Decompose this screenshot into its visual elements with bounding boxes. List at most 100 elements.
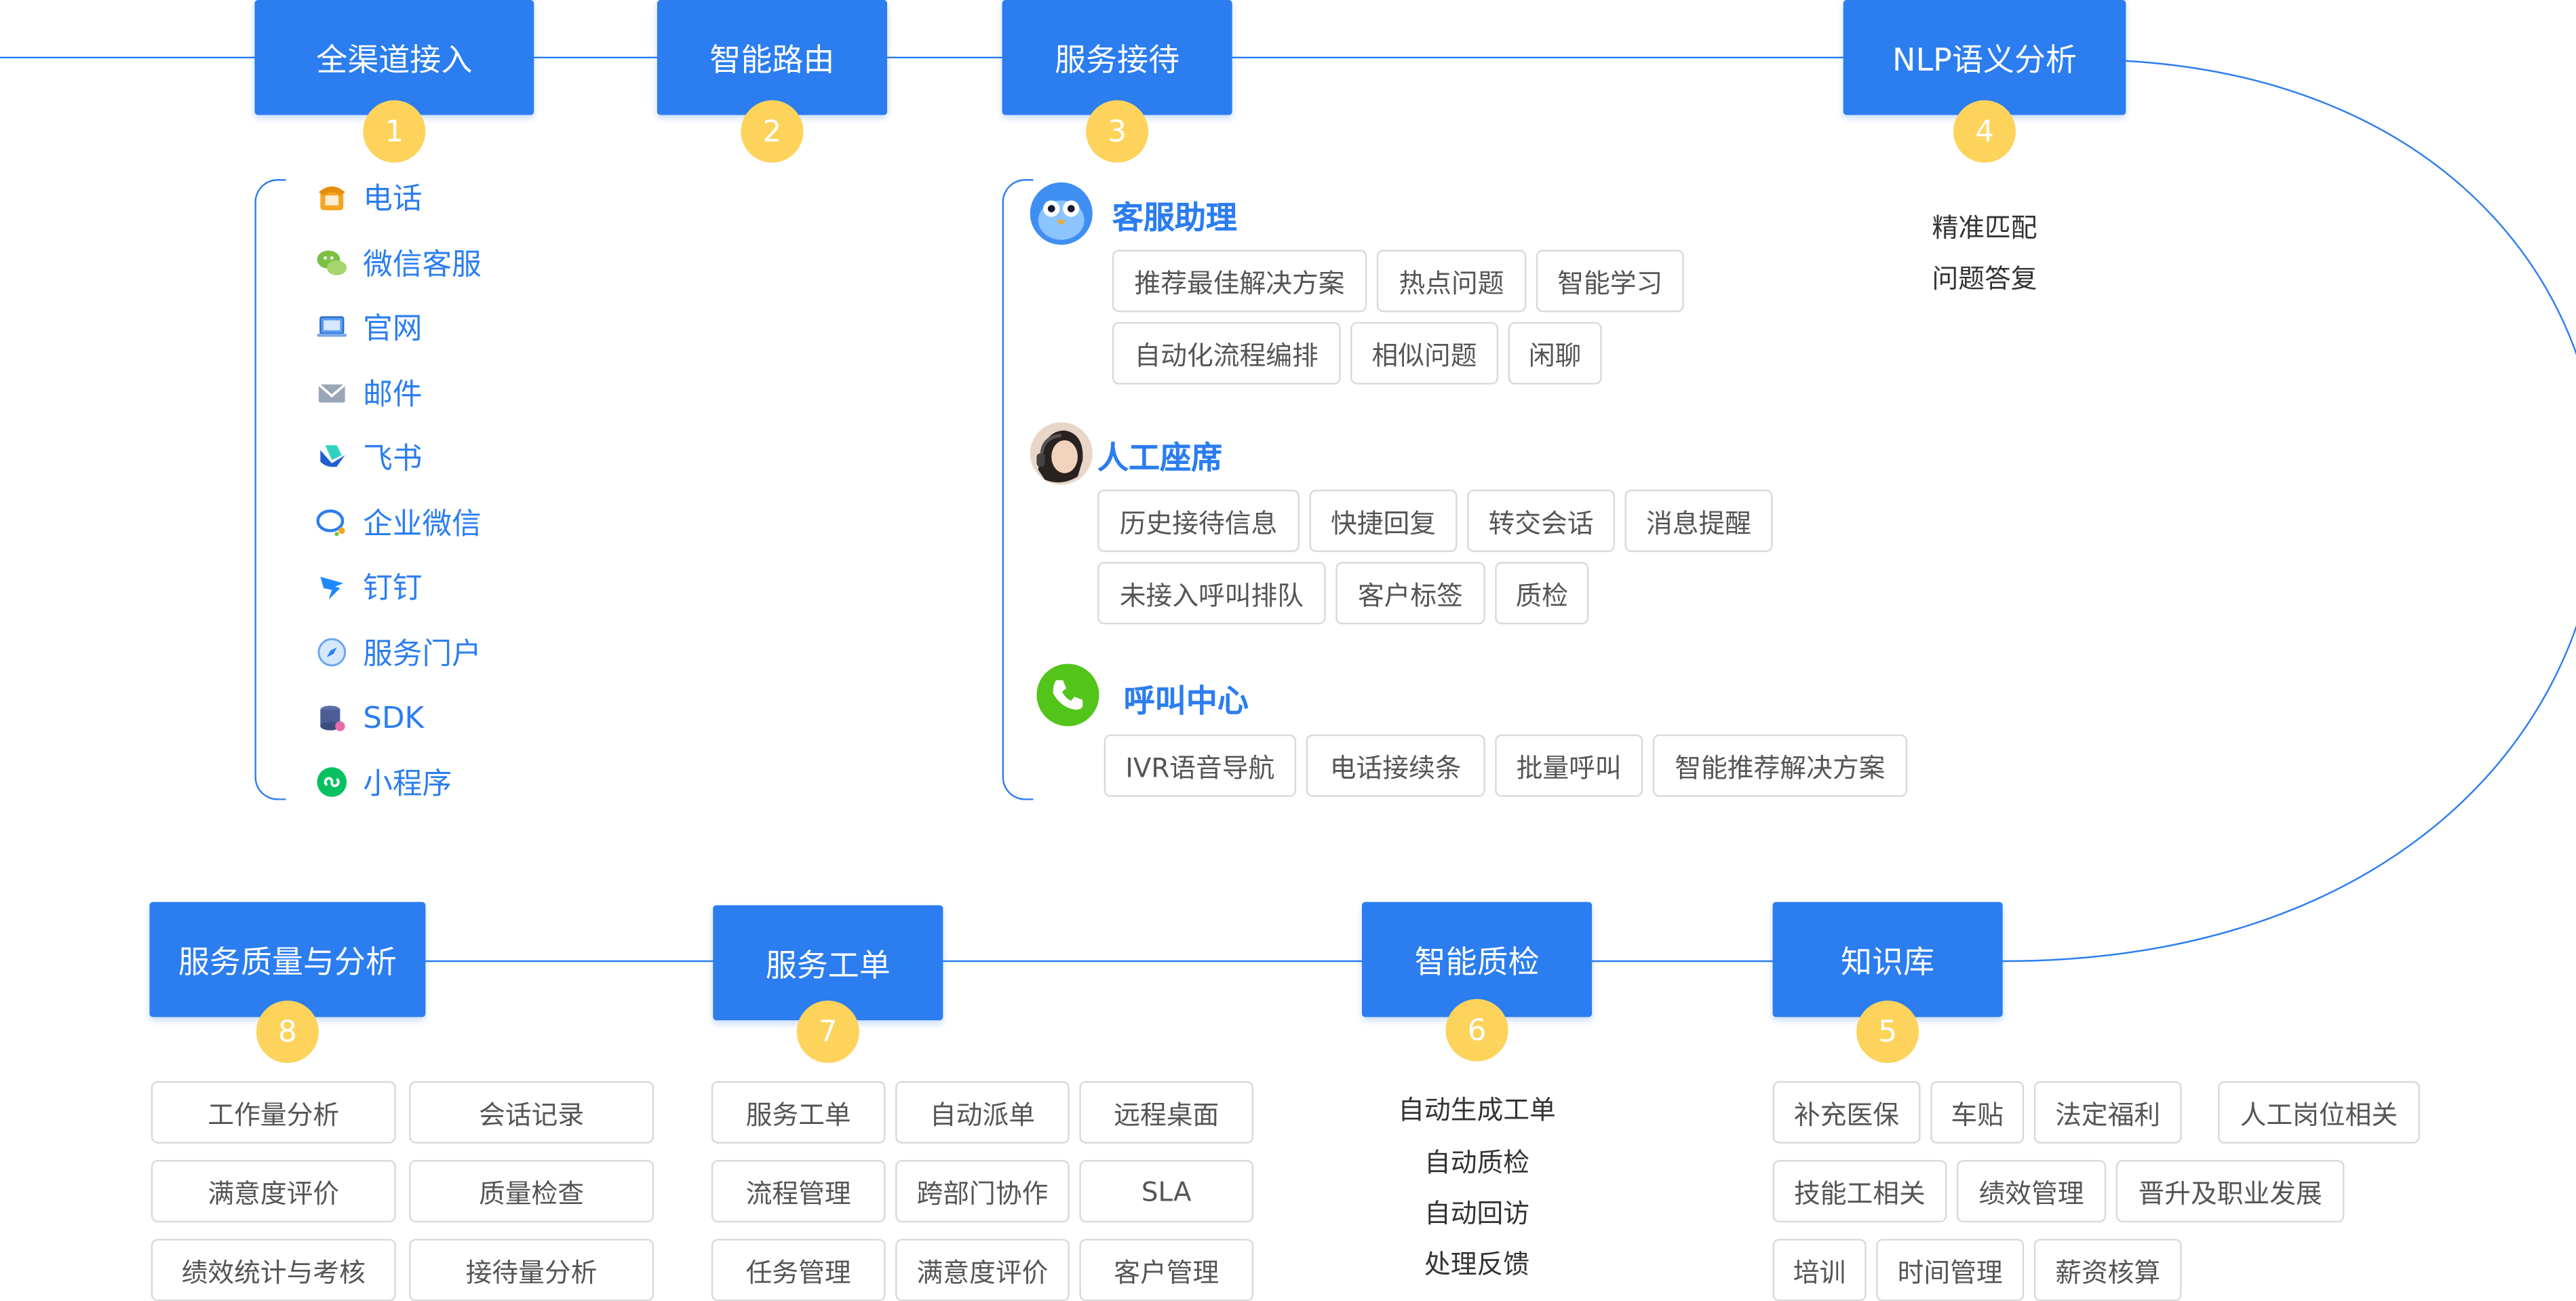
tag: 质检: [1495, 562, 1589, 625]
qc-item: 处理反馈: [1424, 1248, 1530, 1280]
tag: 绩效统计与考核: [151, 1239, 396, 1301]
tag: 批量呼叫: [1495, 734, 1643, 797]
wechat-icon: [315, 246, 348, 279]
channel-label: 钉钉: [363, 571, 423, 606]
channel-item: SDK: [315, 698, 424, 737]
tag: 任务管理: [711, 1239, 886, 1301]
stage-badge-6: 6: [1445, 998, 1508, 1062]
channel-item: 官网: [315, 307, 423, 347]
channel-item: 电话: [315, 178, 423, 217]
wecom-icon: [315, 506, 348, 539]
nlp-item: 精准匹配: [1932, 212, 2037, 244]
callcenter-title: 呼叫中心: [1123, 683, 1249, 720]
tag: 远程桌面: [1079, 1081, 1254, 1144]
tag: 工作量分析: [151, 1081, 396, 1144]
stage-badge-4: 4: [1953, 100, 2016, 163]
stage-badge-2: 2: [741, 100, 804, 163]
qc-item: 自动质检: [1424, 1146, 1530, 1178]
agent-title: 人工座席: [1097, 440, 1223, 477]
tag: 满意度评价: [895, 1239, 1070, 1301]
tag: 质量检查: [409, 1160, 655, 1223]
tag: IVR语音导航: [1104, 734, 1297, 797]
channel-item: 钉钉: [315, 567, 423, 606]
channel-label: 微信客服: [363, 248, 482, 283]
miniprogram-icon: [315, 766, 348, 798]
stage-routing: 智能路由: [657, 0, 887, 115]
tag: 自动派单: [895, 1081, 1070, 1144]
channel-item: 服务门户: [315, 633, 482, 672]
channel-label: 官网: [363, 312, 423, 347]
tag: 满意度评价: [151, 1160, 396, 1223]
telephone-icon: [315, 180, 348, 213]
qc-item: 自动回访: [1424, 1197, 1530, 1229]
channel-label: SDK: [363, 701, 425, 735]
tag: 自动化流程编排: [1112, 322, 1341, 385]
bot-avatar-icon: [1028, 180, 1094, 246]
laptop-icon: [315, 311, 348, 343]
tag: 转交会话: [1467, 489, 1616, 552]
stage-knowledge: 知识库: [1772, 901, 2003, 1017]
stage-badge-5: 5: [1856, 1001, 1919, 1064]
channel-item: 小程序: [315, 762, 452, 802]
tag: 热点问题: [1376, 250, 1527, 313]
tag: 服务工单: [711, 1081, 886, 1144]
channel-label: 飞书: [363, 442, 423, 477]
tag: 人工岗位相关: [2217, 1081, 2420, 1144]
stage-title: 全渠道接入: [316, 41, 473, 79]
tag: SLA: [1079, 1160, 1254, 1223]
stage-title: NLP语义分析: [1892, 41, 2077, 79]
tag: 绩效管理: [1956, 1160, 2107, 1223]
tag: 薪资核算: [2033, 1239, 2182, 1301]
tag: 培训: [1772, 1239, 1867, 1301]
tag: 相似问题: [1350, 322, 1499, 385]
tag: 法定福利: [2033, 1081, 2182, 1144]
channel-label: 电话: [363, 182, 423, 217]
stage-title: 知识库: [1841, 944, 1935, 980]
tag: 快捷回复: [1309, 489, 1458, 552]
stage-title: 服务接待: [1055, 41, 1180, 79]
channel-item: 飞书: [315, 437, 423, 477]
tag: 智能学习: [1536, 250, 1684, 313]
tag: 智能推荐解决方案: [1652, 734, 1908, 797]
channel-label: 邮件: [363, 378, 423, 412]
stage-work-order: 服务工单: [713, 905, 943, 1021]
compass-icon: [315, 636, 348, 668]
stage-badge-7: 7: [796, 1001, 859, 1064]
qc-item: 自动生成工单: [1398, 1094, 1556, 1126]
stage-nlp: NLP语义分析: [1843, 0, 2126, 115]
channel-label: 服务门户: [363, 637, 482, 672]
stage-quality-check: 智能质检: [1362, 901, 1593, 1017]
stage-title: 智能质检: [1414, 944, 1540, 980]
tag: 客户管理: [1079, 1239, 1254, 1301]
channel-item: 邮件: [315, 373, 423, 412]
channel-item: 微信客服: [315, 243, 482, 283]
stage-badge-3: 3: [1086, 100, 1149, 163]
stage-badge-8: 8: [256, 1001, 319, 1064]
tag: 接待量分析: [409, 1239, 655, 1301]
stage-title: 服务质量与分析: [178, 944, 397, 980]
stage-reception: 服务接待: [1002, 0, 1232, 115]
dingtalk-icon: [315, 570, 348, 603]
curve-flow-line: [2002, 60, 2576, 963]
tag: 晋升及职业发展: [2115, 1160, 2345, 1223]
assistant-title: 客服助理: [1112, 200, 1237, 237]
reception-bracket: [1002, 179, 1034, 800]
tag: 历史接待信息: [1097, 489, 1300, 552]
channels-bracket: [254, 179, 286, 800]
phone-call-icon: [1035, 662, 1101, 728]
nlp-item: 问题答复: [1932, 263, 2037, 294]
tag: 闲聊: [1508, 322, 1602, 385]
channel-label: 企业微信: [363, 507, 482, 543]
channel-label: 小程序: [363, 767, 452, 802]
tag: 技能工相关: [1772, 1160, 1947, 1223]
feishu-icon: [315, 440, 348, 473]
channel-item: 企业微信: [315, 503, 482, 542]
tag: 跨部门协作: [895, 1160, 1070, 1223]
tag: 流程管理: [711, 1160, 886, 1223]
tag: 时间管理: [1876, 1239, 2025, 1301]
tag: 消息提醒: [1624, 489, 1773, 552]
mail-icon: [315, 376, 348, 409]
agent-avatar-icon: [1028, 421, 1094, 486]
tag: 电话接续条: [1306, 734, 1485, 797]
